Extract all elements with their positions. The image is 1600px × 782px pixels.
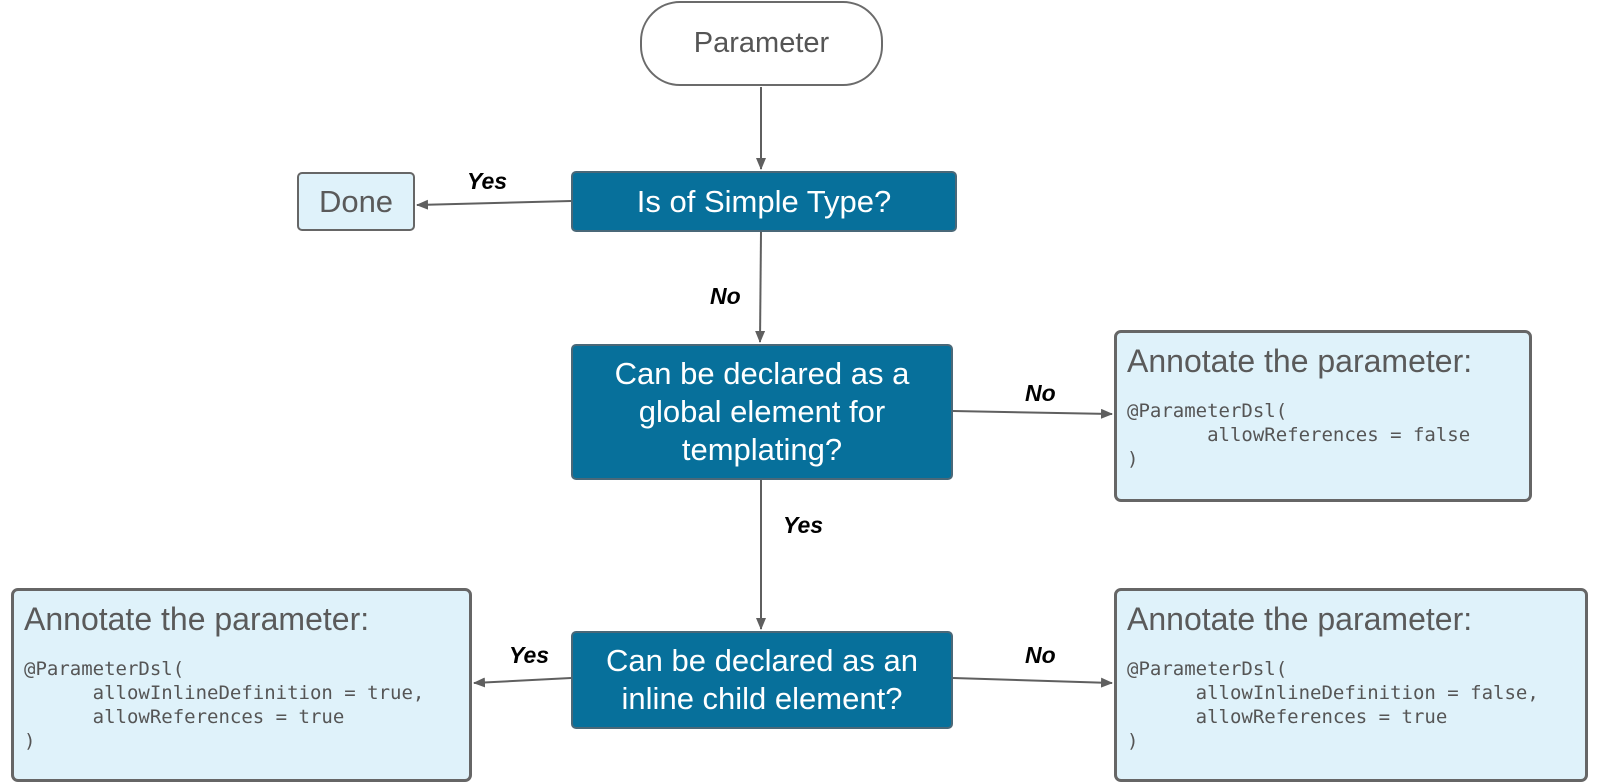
start-node: Parameter — [640, 1, 883, 86]
decision-inline-child-label: Can be declared as an inline child eleme… — [606, 643, 918, 716]
edge-label-simple-yes: Yes — [467, 168, 508, 194]
edge-inline-no-annotation — [952, 677, 1113, 688]
done-label: Done — [318, 183, 394, 219]
edge-label-global-no: No — [1025, 380, 1056, 406]
edge-label-global-yes: Yes — [783, 512, 824, 538]
annotation-inline-yes: Annotate the parameter: @ParameterDsl( a… — [11, 588, 472, 782]
annotation-title: Annotate the parameter: — [1127, 343, 1473, 379]
decision-simple-type-label: Is of Simple Type? — [636, 183, 892, 219]
edge-label-inline-yes: Yes — [509, 642, 550, 668]
start-label: Parameter — [693, 27, 830, 59]
annotation-global-no: Annotate the parameter: @ParameterDsl( a… — [1114, 330, 1532, 502]
done-node: Done — [297, 172, 415, 231]
annotation-code: @ParameterDsl( allowReferences = false ) — [1127, 400, 1471, 470]
annotation-code: @ParameterDsl( allowInlineDefinition = t… — [24, 658, 425, 752]
decision-global-element: Can be declared as a global element for … — [571, 344, 953, 480]
edge-label-inline-no: No — [1025, 642, 1056, 668]
decision-inline-child: Can be declared as an inline child eleme… — [571, 631, 953, 729]
edge-simple-yes-done — [416, 199, 572, 210]
edge-global-no-annotation — [952, 408, 1113, 419]
decision-global-element-label: Can be declared as a global element for … — [614, 356, 910, 467]
edge-inline-yes-annotation — [473, 677, 572, 688]
annotation-inline-no: Annotate the parameter: @ParameterDsl( a… — [1114, 588, 1588, 782]
decision-simple-type: Is of Simple Type? — [571, 171, 957, 232]
edge-label-simple-no: No — [710, 283, 741, 309]
annotation-code: @ParameterDsl( allowInlineDefinition = f… — [1127, 658, 1539, 752]
edge-simple-no-global — [755, 231, 766, 343]
annotation-title: Annotate the parameter: — [24, 601, 370, 637]
annotation-title: Annotate the parameter: — [1127, 601, 1473, 637]
